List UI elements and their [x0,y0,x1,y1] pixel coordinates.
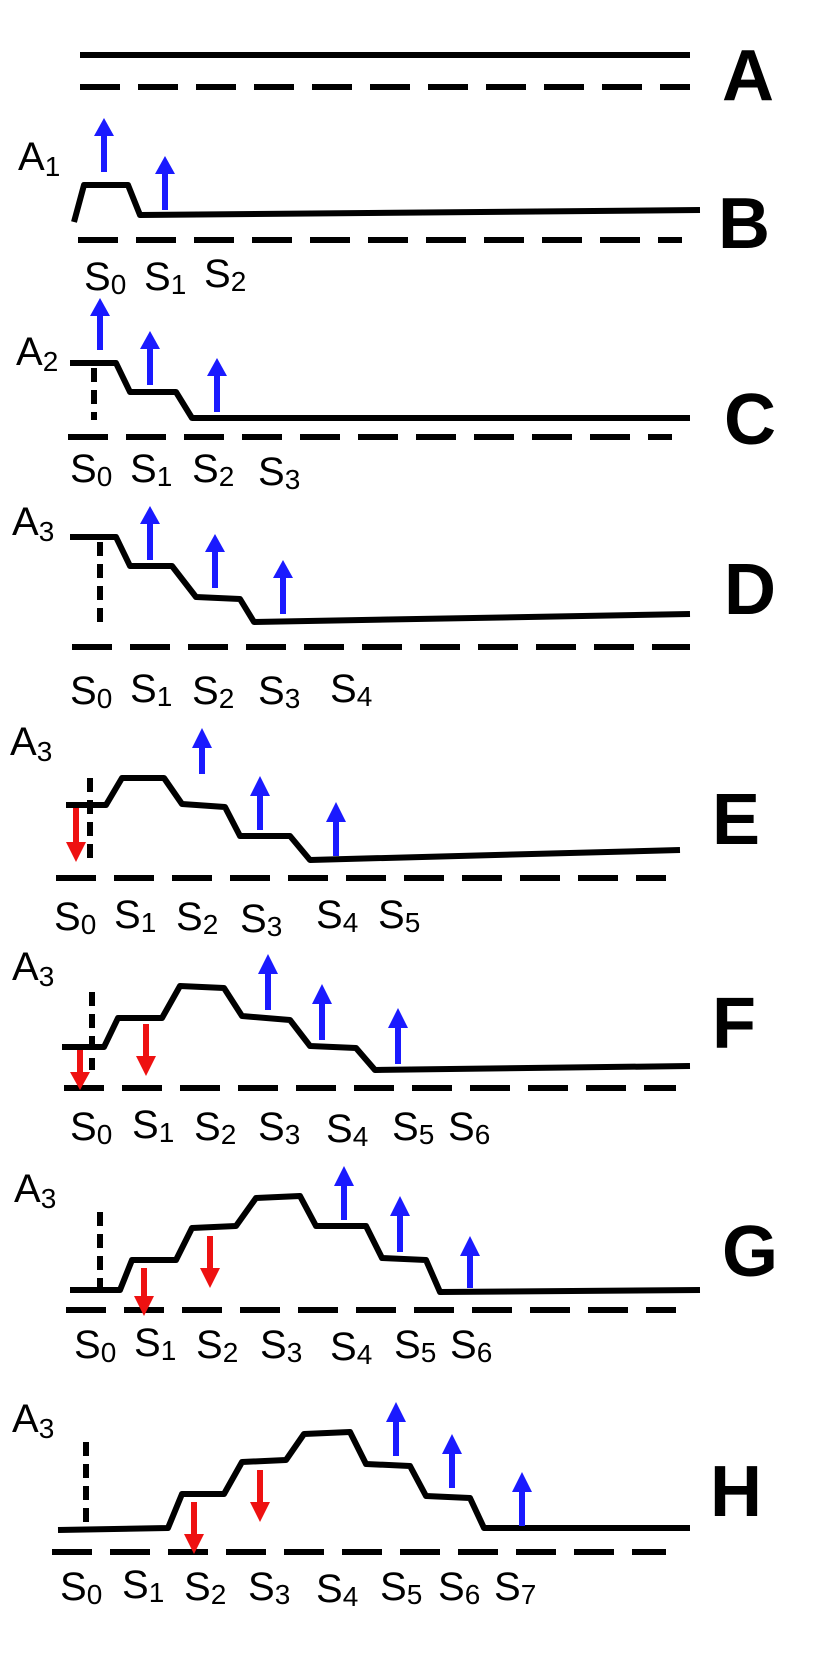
site-s3: S3 [240,897,282,942]
solid-strand [70,1193,701,1295]
down-arrow [250,1470,270,1522]
up-arrow [250,776,270,830]
solid-strand [62,983,691,1073]
site-s0: S0 [74,1323,116,1368]
panel-g: A3 S0 S1 S2 S3 S4 S5 S6 G [14,1166,778,1370]
site-s4: S4 [316,1567,358,1612]
solid-strand [71,182,701,223]
site-label: A3 [12,500,54,547]
up-arrow [155,156,175,210]
site-s3: S3 [258,1105,300,1150]
up-arrow [205,534,225,588]
panel-letter: H [710,1452,762,1532]
site-s6: S6 [438,1565,480,1610]
site-s1: S1 [114,893,156,938]
site-s2: S2 [192,669,234,714]
site-s5: S5 [380,1565,422,1610]
site-s5: S5 [378,893,420,938]
down-arrow [66,808,86,862]
up-arrow [386,1402,406,1456]
site-s5: S5 [392,1105,434,1150]
site-s0: S0 [70,447,112,492]
panel-letter: C [724,380,776,460]
panel-letter: D [724,550,776,630]
site-label: A3 [12,945,54,992]
site-s1: S1 [130,667,172,712]
solid-strand [70,360,690,421]
panel-a: A [80,36,774,116]
solid-strand [57,1429,690,1533]
site-s3: S3 [260,1323,302,1368]
panel-h: A3 S0 S1 S2 S3 S4 S5 S6 S7 H [12,1397,762,1612]
site-s0: S0 [60,1565,102,1610]
down-arrow [136,1024,156,1076]
down-arrow [184,1502,204,1554]
site-s2: S2 [196,1323,238,1368]
panel-f: A3 S0 S1 S2 S3 S4 S5 S6 F [12,945,756,1152]
site-s5: S5 [394,1323,436,1368]
site-s1: S1 [122,1563,164,1608]
site-s6: S6 [448,1105,490,1150]
panel-e: A3 S0 S1 S2 S3 S4 S5 E [10,720,760,942]
panel-letter: B [718,184,770,264]
site-s1: S1 [134,1321,176,1366]
panel-letter: G [722,1212,778,1292]
down-arrow [200,1236,220,1288]
up-arrow [258,954,278,1010]
up-arrow [312,984,332,1040]
site-s6: S6 [450,1323,492,1368]
site-s2: S2 [192,447,234,492]
site-label: A3 [14,1167,56,1214]
site-s2: S2 [184,1565,226,1610]
panel-d: A3 S0 S1 S2 S3 S4 D [12,500,776,714]
site-label: A1 [18,135,60,182]
up-arrow [90,298,110,350]
down-arrow [134,1268,154,1316]
panel-b: A1 S0 S1 S2 B [18,118,770,300]
up-arrow [460,1236,480,1288]
down-arrow [70,1050,90,1090]
up-arrow [326,802,346,856]
up-arrow [388,1008,408,1064]
site-s2: S2 [204,252,246,297]
site-s1: S1 [144,255,186,300]
up-arrow [192,728,212,774]
site-s1: S1 [130,447,172,492]
site-s0: S0 [54,895,96,940]
site-s3: S3 [258,450,300,495]
up-arrow [140,506,160,560]
site-s2: S2 [194,1105,236,1150]
up-arrow [442,1434,462,1488]
site-s7: S7 [494,1565,536,1610]
solid-strand [66,775,681,863]
site-s3: S3 [248,1565,290,1610]
site-label: A3 [10,720,52,767]
site-label: A2 [16,330,58,377]
site-s4: S4 [316,893,358,938]
site-s0: S0 [70,1105,112,1150]
site-s3: S3 [258,669,300,714]
panel-c: A2 S0 S1 S2 S3 C [16,298,776,495]
panel-letter: F [712,984,756,1064]
site-s4: S4 [326,1107,368,1152]
site-s0: S0 [84,255,126,300]
panel-letter: A [722,36,774,116]
site-s4: S4 [330,667,372,712]
up-arrow [390,1196,410,1252]
site-s1: S1 [132,1103,174,1148]
up-arrow [140,331,160,385]
panel-letter: E [712,780,760,860]
site-s4: S4 [330,1325,372,1370]
up-arrow [273,560,293,614]
up-arrow [334,1166,354,1220]
up-arrow [207,358,227,412]
up-arrow [512,1472,532,1526]
site-s0: S0 [70,669,112,714]
up-arrow [94,118,114,172]
solid-strand [70,534,691,625]
site-label: A3 [12,1397,54,1444]
site-s2: S2 [176,895,218,940]
